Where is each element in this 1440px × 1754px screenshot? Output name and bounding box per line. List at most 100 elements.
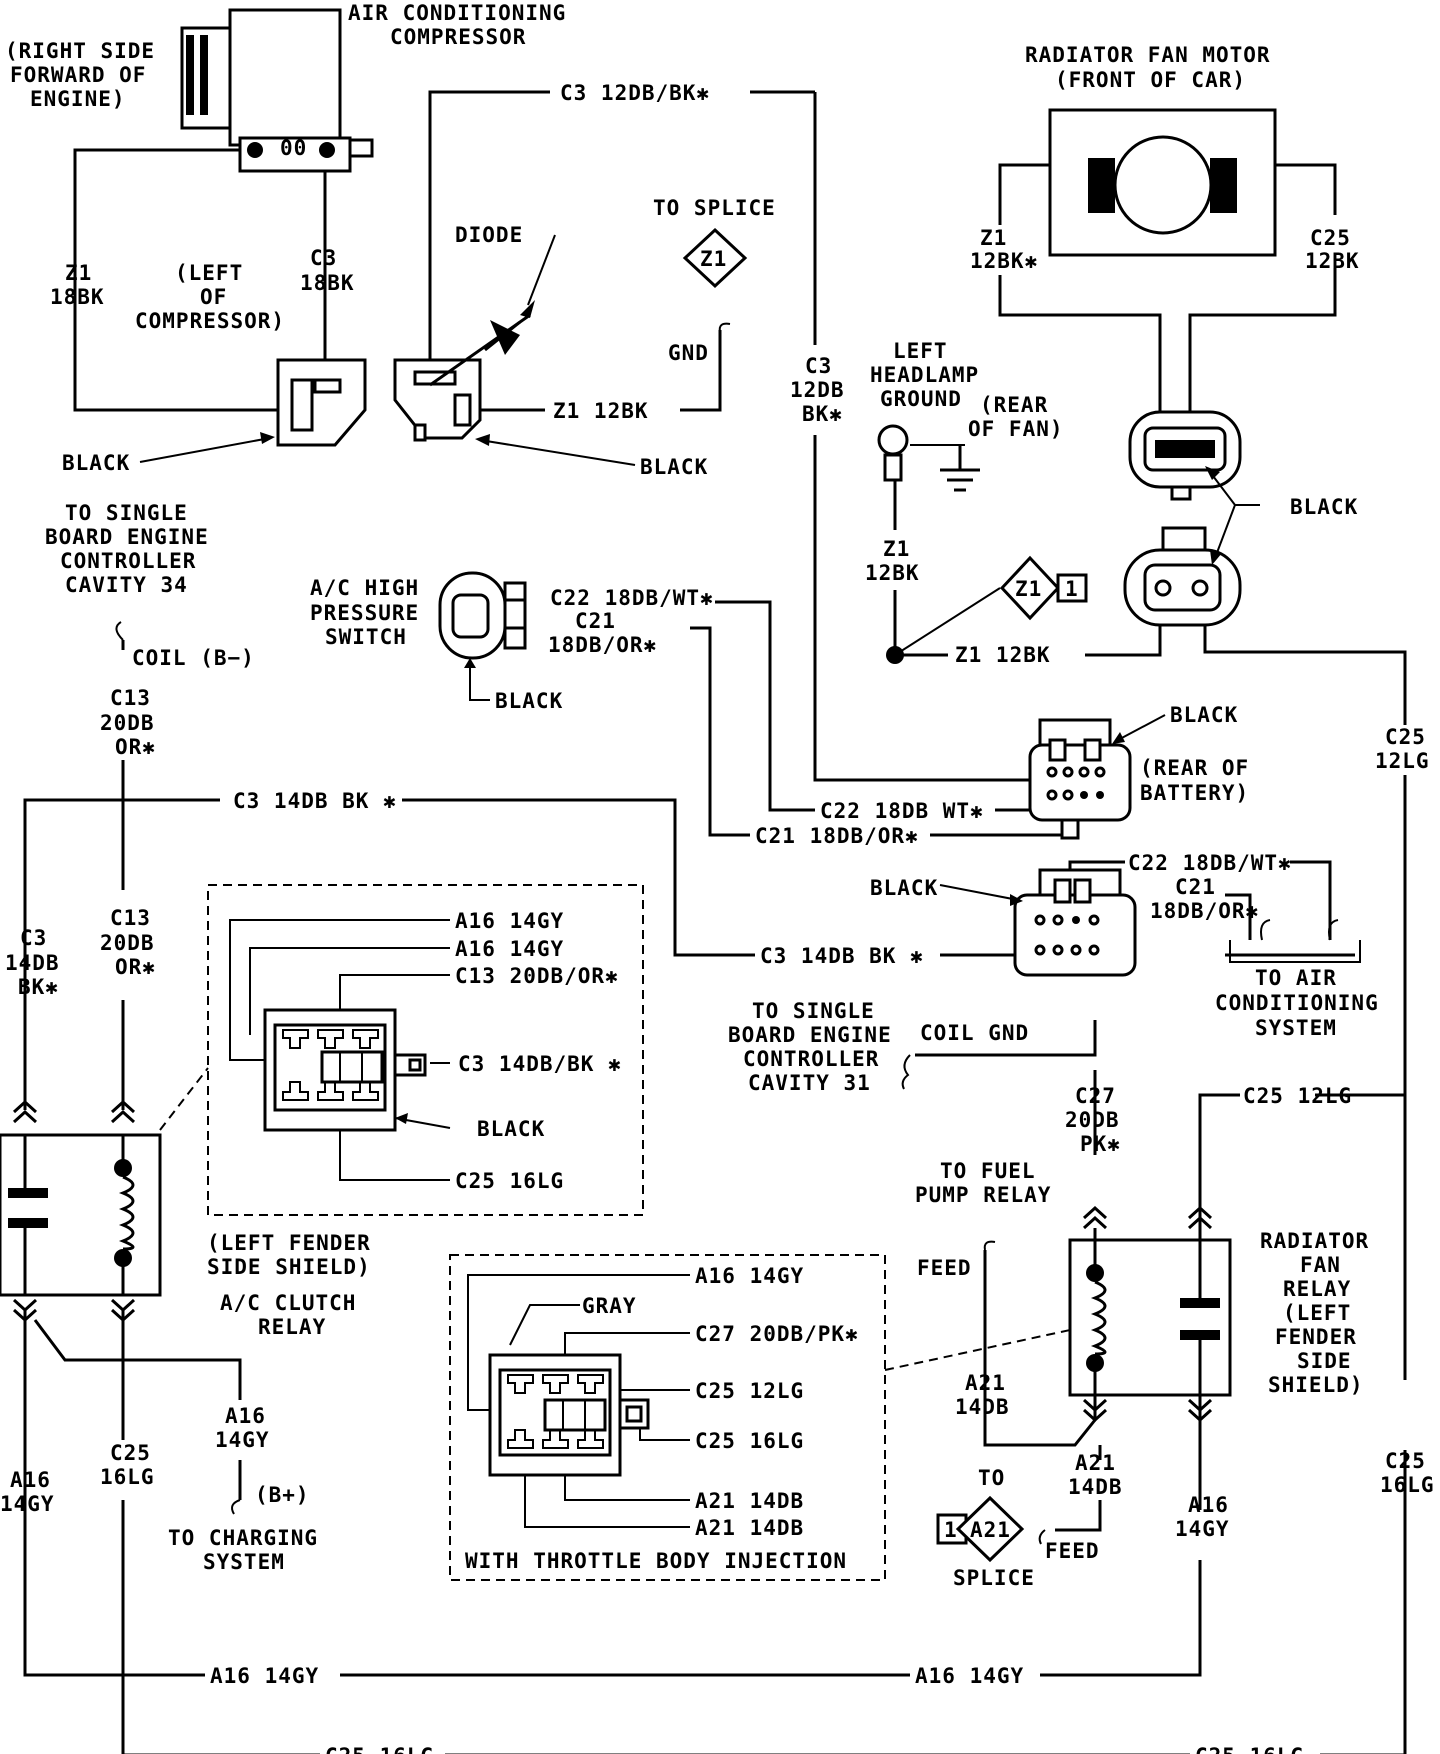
coil-b-minus: COIL (B−)	[132, 646, 255, 670]
z1-12bk-h2: Z1 12BK	[955, 643, 1051, 667]
c13-20db-or-3: OR✱	[115, 735, 156, 759]
c3-14db-bk-slash: C3 14DB/BK ✱	[458, 1052, 622, 1076]
to-splice-label: TO SPLICE	[653, 196, 776, 220]
c3-12db-bk-top: C3 12DB/BK✱	[560, 81, 710, 105]
c21-18db-or-3b: 18DB/OR✱	[1150, 899, 1259, 923]
z1-12bk-v-2: 12BK	[865, 561, 920, 585]
black-label-3: BLACK	[1290, 495, 1358, 519]
c25-12bk-1: C25	[1310, 226, 1351, 250]
left-headlamp-ground-3: GROUND	[880, 387, 962, 411]
svg-text:00: 00	[280, 136, 307, 160]
c25-12lg-v-1: C25	[1385, 725, 1426, 749]
splice-label: SPLICE	[953, 1566, 1035, 1590]
z1-18bk-1: Z1	[65, 261, 92, 285]
c13-20db-or-lower-2: 20DB	[100, 931, 155, 955]
c3-18bk-1: C3	[310, 246, 337, 270]
right-side-label-3: ENGINE)	[30, 87, 126, 111]
a21-splice-tag	[936, 1495, 1025, 1563]
c25-12bk-2: 12BK	[1305, 249, 1360, 273]
radiator-fan-motor	[1048, 108, 1277, 257]
c3-14db-bk-right: C3 14DB BK ✱	[760, 944, 924, 968]
a21-14db-v-2: 14DB	[955, 1395, 1010, 1419]
b-plus: (B+)	[255, 1483, 310, 1507]
c22-18db-wt: C22 18DB/WT✱	[550, 586, 714, 610]
right-side-label-1: (RIGHT SIDE	[5, 39, 155, 63]
ac-clutch-relay-2: RELAY	[258, 1315, 326, 1339]
a16-14gy-v-far-left-2: 14GY	[0, 1492, 55, 1516]
battery-connector-lower	[1013, 868, 1137, 977]
ac-clutch-relay-connector-inset	[207, 884, 644, 1216]
a21-14db-v-r-1: A21	[1075, 1451, 1116, 1475]
c27-20db-pk-h: C27 20DB/PK✱	[695, 1322, 859, 1346]
z1-12bk-star-2: 12BK✱	[970, 249, 1038, 273]
c25-16lg-v-right-1: C25	[1385, 1449, 1426, 1473]
a21-14db-tbi-2: A21 14DB	[695, 1516, 804, 1540]
to-ac-system-3: SYSTEM	[1255, 1016, 1337, 1040]
left-headlamp-ground-1: LEFT	[893, 339, 948, 363]
compressor-connector	[276, 358, 367, 447]
squiggles	[115, 322, 1046, 1545]
a16-14gy-bottom-left: A16 14GY	[210, 1664, 319, 1688]
to-ac-system-2: CONDITIONING	[1215, 991, 1379, 1015]
z1-tag-label: Z1	[700, 247, 727, 271]
black-label-battery: BLACK	[1170, 703, 1238, 727]
c25-16lg-v-left-1: C25	[110, 1441, 151, 1465]
c25-16lg-v-left-2: 16LG	[100, 1465, 155, 1489]
c3-18bk-2: 18BK	[300, 271, 355, 295]
a21-14db-v-r-2: 14DB	[1068, 1475, 1123, 1499]
c25-12lg-tbi: C25 12LG	[695, 1379, 804, 1403]
c25-16lg-v-right-2: 16LG	[1380, 1473, 1435, 1497]
left-of-compressor-3: COMPRESSOR)	[135, 309, 285, 333]
c13-20db-or-2: 20DB	[100, 711, 155, 735]
to-charging-system-2: SYSTEM	[203, 1550, 285, 1574]
a16-14gy-bottom-right: A16 14GY	[915, 1664, 1024, 1688]
ac-clutch-relay	[0, 1133, 162, 1297]
radiator-fan-relay-6: SIDE	[1297, 1349, 1352, 1373]
to-ac-system-1: TO AIR	[1255, 966, 1337, 990]
gray-label: GRAY	[582, 1294, 637, 1318]
to-fuel-pump-relay-1: TO FUEL	[940, 1159, 1036, 1183]
c21-18db-or-3a: C21	[1175, 875, 1216, 899]
ac-compressor-label-2: COMPRESSOR	[390, 25, 526, 49]
black-label-lower-battery: BLACK	[870, 876, 938, 900]
c13-20db-or-h: C13 20DB/OR✱	[455, 964, 619, 988]
diode-connector	[393, 234, 556, 442]
z1-splice-tag-right	[999, 555, 1088, 621]
c27-20db-pk-1: C27	[1075, 1084, 1116, 1108]
a16-14gy-inset-2: A16 14GY	[455, 937, 564, 961]
a16-14gy-v-far-left-1: A16	[10, 1468, 51, 1492]
to-sbec-31-4: CAVITY 31	[748, 1071, 871, 1095]
fan-motor-connector-a	[1128, 410, 1242, 501]
tbi-connector-inset	[449, 1254, 886, 1581]
ac-hps-3: SWITCH	[325, 625, 407, 649]
one-label-right: 1	[1065, 577, 1079, 601]
c3-12db-bk-v-2: 12DB	[790, 378, 845, 402]
headlamp-ground-terminal	[877, 424, 980, 664]
c25-16lg-tbi: C25 16LG	[695, 1429, 804, 1453]
c27-20db-pk-2: 20DB	[1065, 1108, 1120, 1132]
c13-20db-or-1: C13	[110, 686, 151, 710]
to-charging-system-1: TO CHARGING	[168, 1526, 318, 1550]
diode-label: DIODE	[455, 223, 523, 247]
z1-12bk-v-1: Z1	[883, 537, 910, 561]
terminal-chevrons	[12, 1099, 1213, 1423]
right-side-label-2: FORWARD OF	[10, 63, 146, 87]
to-sbec-31-2: BOARD ENGINE	[728, 1023, 892, 1047]
ac-compressor: 00	[180, 8, 374, 173]
left-fender-side-shield-1: (LEFT FENDER	[207, 1231, 371, 1255]
c3-12db-bk-v-3: BK✱	[802, 402, 843, 426]
radiator-fan-relay-1: RADIATOR	[1260, 1229, 1369, 1253]
z1-splice-diamond	[682, 227, 748, 289]
left-fender-side-shield-2: SIDE SHIELD)	[207, 1255, 371, 1279]
c22-18db-wt-2: C22 18DB WT✱	[820, 799, 984, 823]
to-sbec-34-1: TO SINGLE	[65, 501, 188, 525]
radiator-fan-relay-5: FENDER	[1275, 1325, 1357, 1349]
one-label-a21: 1	[944, 1518, 958, 1542]
c21-18db-or-2h: C21 18DB/OR✱	[755, 824, 919, 848]
left-of-compressor-1: (LEFT	[175, 261, 243, 285]
c25-16lg-bottom-left: C25 16LG	[325, 1744, 434, 1754]
z1-12bk-star-1: Z1	[980, 226, 1007, 250]
a21-14db-tbi-1: A21 14DB	[695, 1489, 804, 1513]
